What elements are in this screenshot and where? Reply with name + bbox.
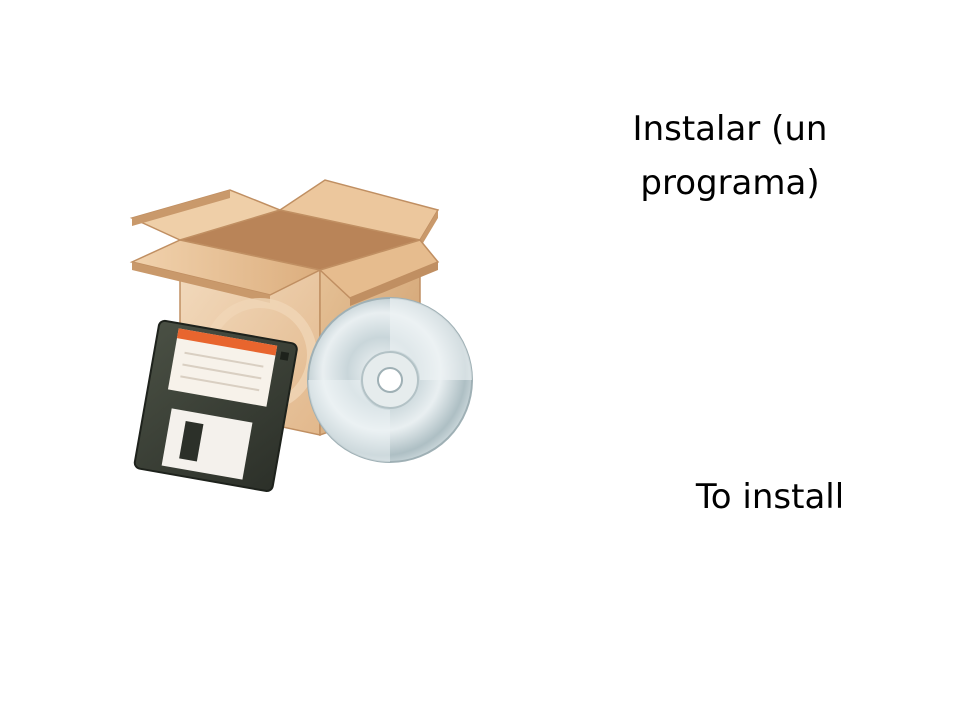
spanish-term: Instalar (un programa) bbox=[632, 109, 828, 203]
floppy-disk-icon bbox=[133, 319, 298, 493]
software-install-illustration bbox=[120, 170, 500, 510]
software-install-icon bbox=[129, 179, 473, 493]
english-term: To install bbox=[695, 477, 845, 517]
cd-disc-icon bbox=[307, 297, 473, 463]
